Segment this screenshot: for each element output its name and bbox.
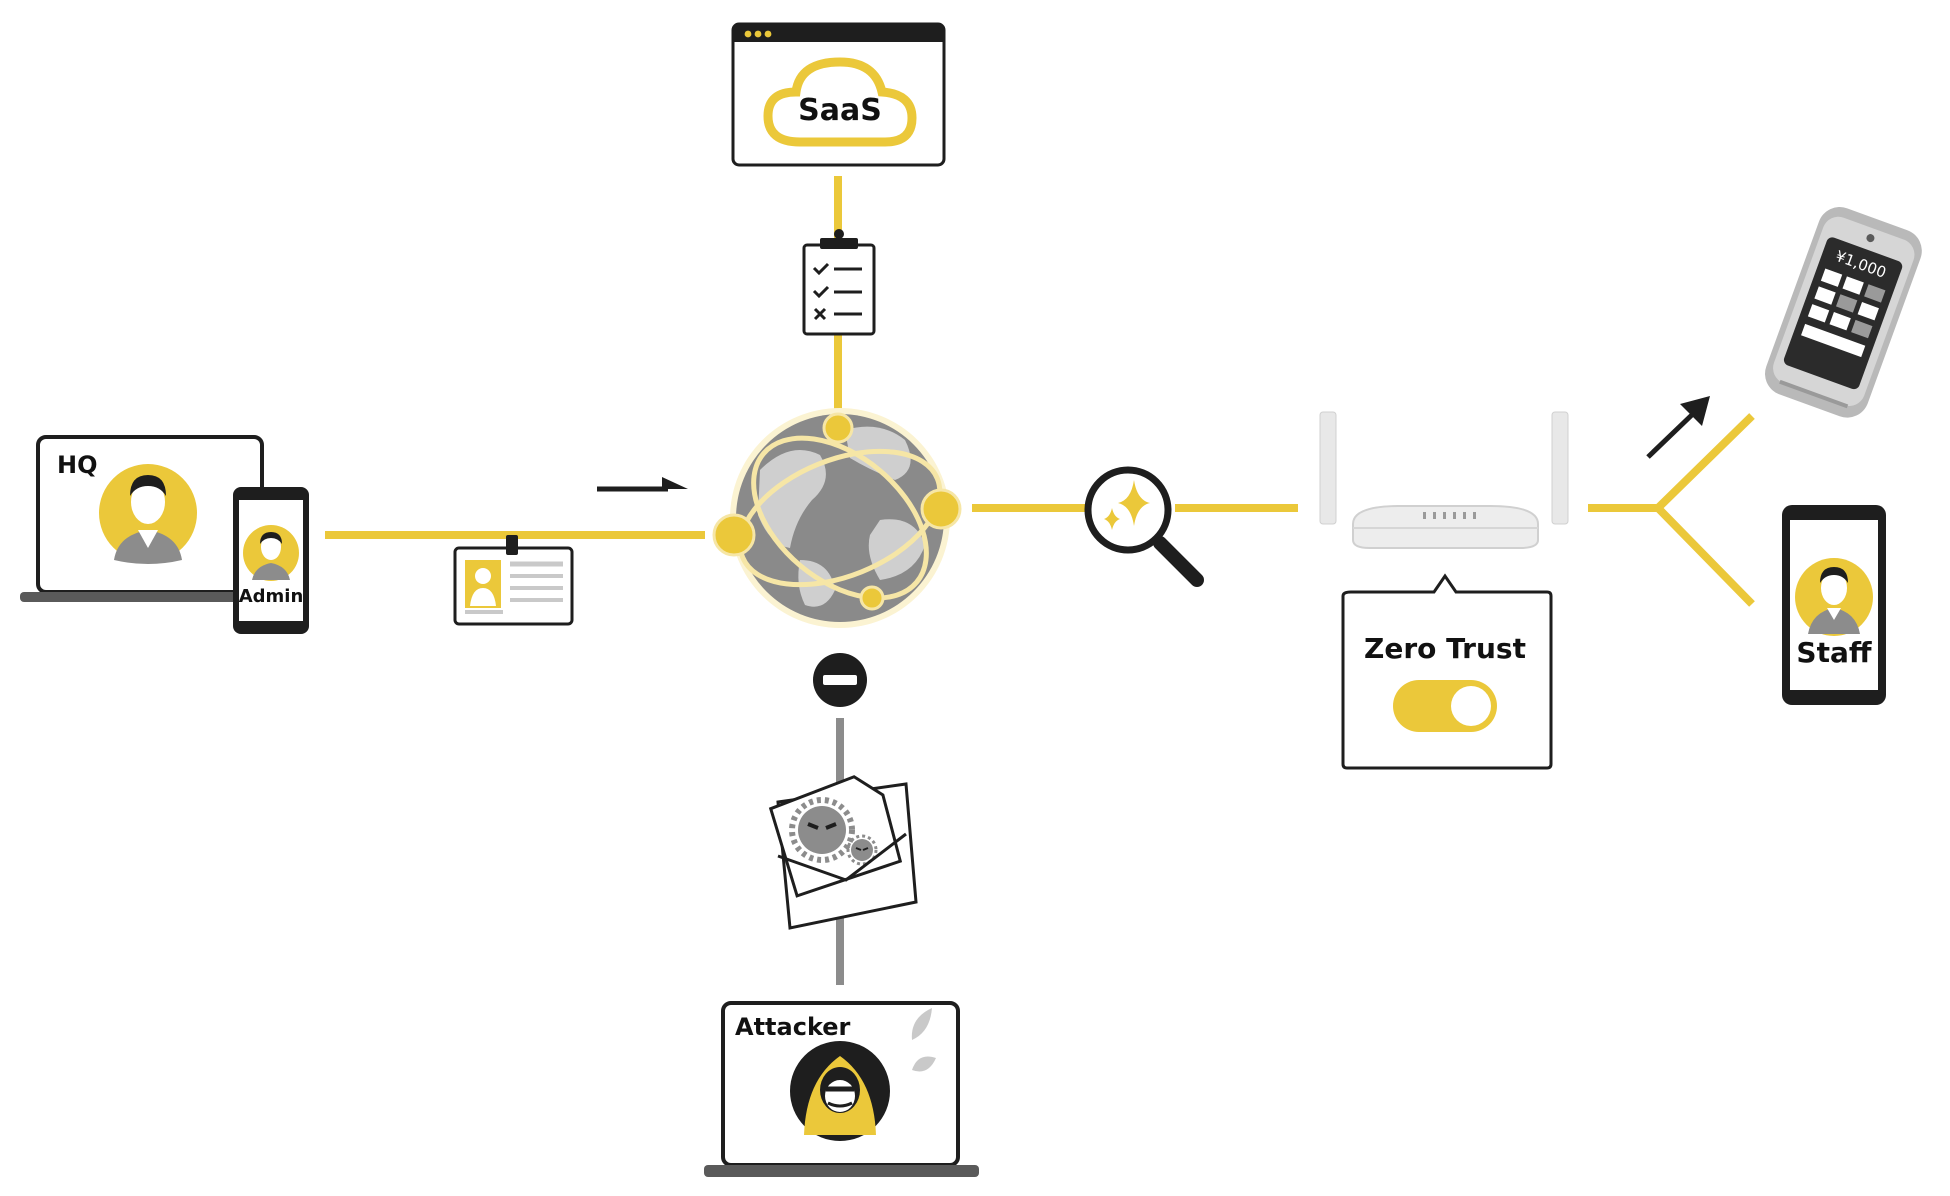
magnifier-sparkle-icon [1084,466,1204,587]
zero-trust-label: Zero Trust [1364,632,1526,665]
globe-node [920,488,962,530]
globe-node [712,513,756,557]
staff-label: Staff [1796,636,1871,669]
sweat-drop-icon [912,1056,936,1072]
payment-terminal-icon: ¥1,000 [1765,207,1922,418]
arrow-icon [597,477,688,492]
fork-to-staff-line [1655,505,1755,607]
globe-node [822,412,854,444]
window-dot-icon [764,30,772,38]
person-avatar-icon [99,464,197,564]
cloud-icon [763,57,917,147]
hacker-avatar-icon [790,1041,890,1141]
person-avatar-icon [243,525,299,581]
fork-to-pos-line [1655,413,1755,511]
person-avatar-icon [1795,558,1873,636]
globe-icon [712,408,962,628]
block-icon [813,653,867,707]
zero-trust-callout: Zero Trust [1341,573,1553,770]
window-dot-icon [744,30,752,38]
attacker-laptop: Attacker [704,1001,979,1177]
attacker-label: Attacker [735,1013,851,1041]
staff-phone: Staff [1782,505,1886,705]
malware-envelope-icon [768,775,918,930]
id-badge-icon [453,535,574,626]
checklist-clipboard-icon [802,229,876,336]
hq-label: HQ [57,451,98,479]
zero-trust-toggle[interactable] [1393,680,1497,732]
sweat-drop-icon [911,1008,932,1040]
router-icon [1319,411,1569,549]
saas-window: SaaS [731,22,946,167]
globe-node [859,585,885,611]
admin-phone: Admin [233,487,309,634]
admin-label: Admin [239,586,304,607]
saas-label: SaaS [798,93,882,128]
hq-laptop: HQ [20,435,270,602]
arrow-icon [1646,396,1710,459]
window-dot-icon [754,30,762,38]
